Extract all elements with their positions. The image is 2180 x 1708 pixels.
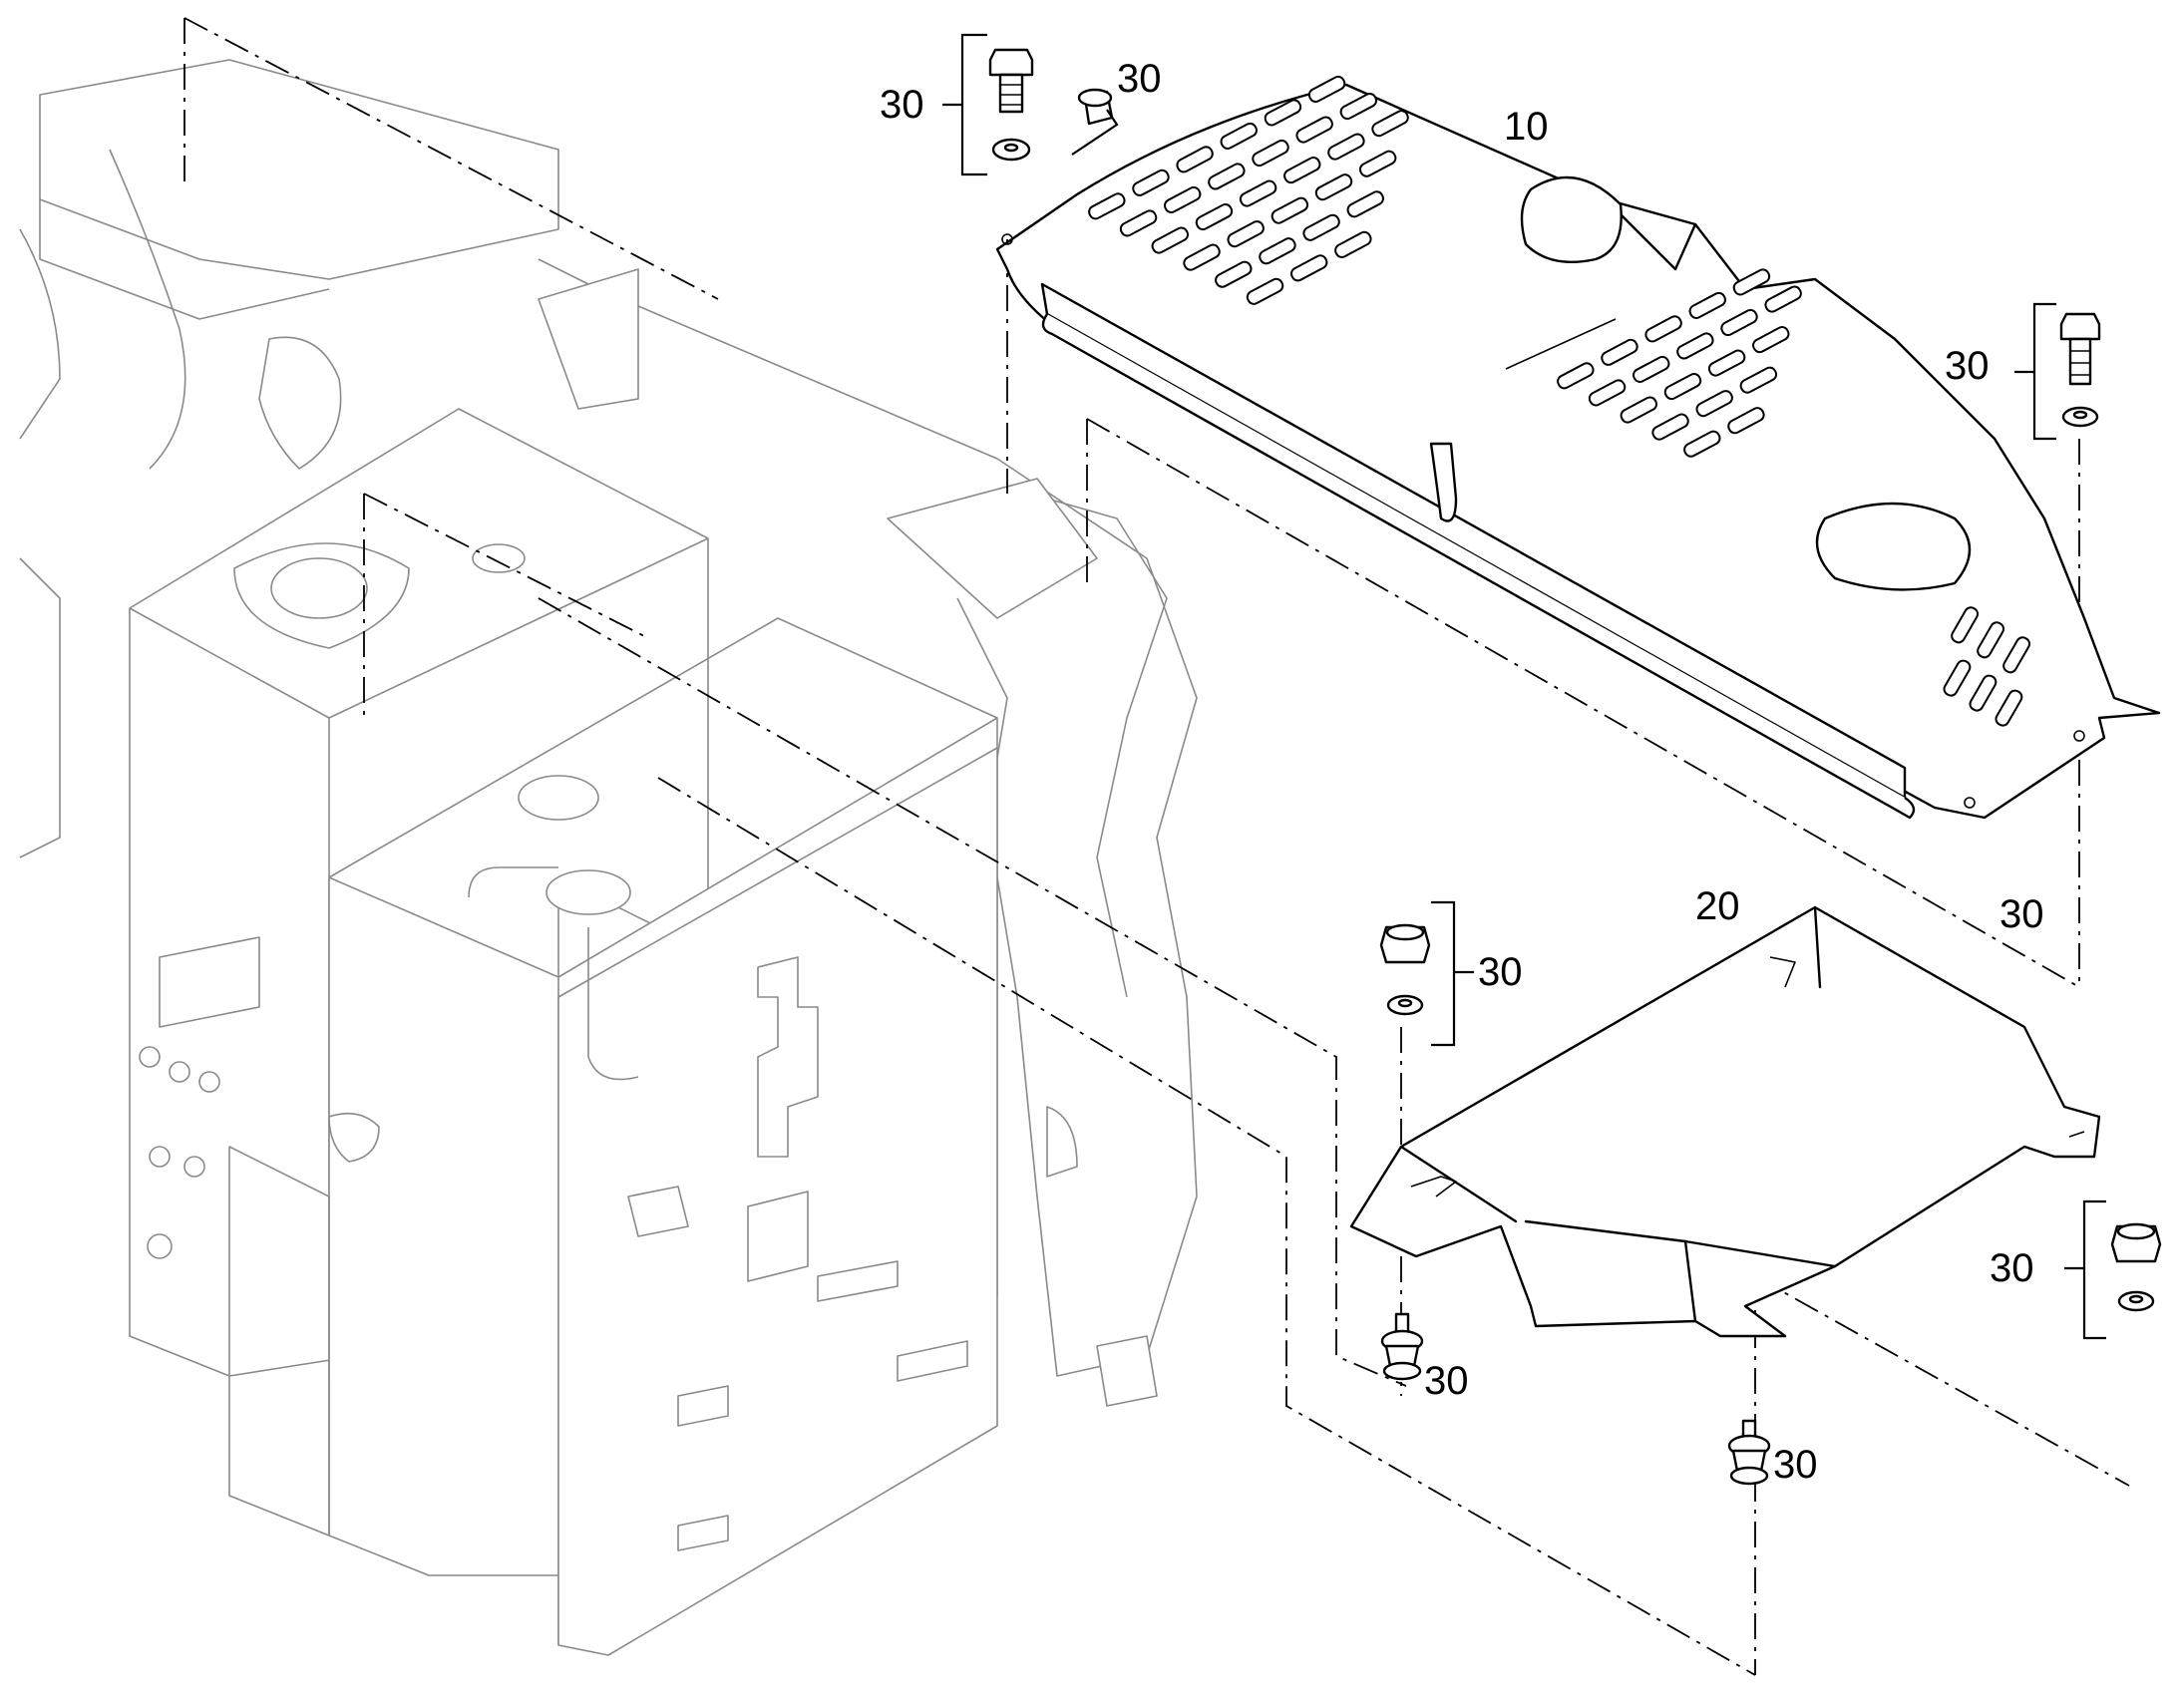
callout-part-20: 20	[1695, 884, 1740, 928]
nut-icon	[2110, 1222, 2162, 1263]
bolt-icon	[2059, 312, 2101, 386]
washer-icon	[2117, 1290, 2155, 1312]
washer-icon	[2061, 406, 2099, 428]
callout-item-30: 30	[1945, 344, 1990, 388]
cover-part-20	[1349, 905, 2101, 1338]
bracket-line	[1431, 900, 1474, 1047]
rubber-mount-icon	[1380, 1312, 1424, 1381]
callout-item-30: 30	[880, 83, 924, 127]
washer-icon	[991, 138, 1031, 162]
callout-item-30: 30	[1999, 892, 2044, 936]
bracket-line	[2014, 302, 2056, 441]
callout-item-30: 30	[1478, 950, 1523, 994]
machine-frame	[19, 59, 1198, 1407]
callout-item-30: 30	[1773, 1443, 1818, 1487]
rubber-mount-icon	[1727, 1419, 1771, 1486]
cover-ventilation-slots	[1088, 75, 2031, 727]
assembly-lines	[183, 17, 2130, 1676]
leader-line	[1071, 109, 1119, 156]
bracket-line	[942, 33, 987, 176]
callout-item-30: 30	[1424, 1359, 1469, 1403]
callout-part-10: 10	[1504, 105, 1549, 149]
nut-icon	[1379, 923, 1431, 964]
bolt-icon	[988, 48, 1034, 114]
washer-icon	[1386, 994, 1424, 1016]
callout-item-30: 30	[1990, 1246, 2034, 1290]
tank-assembly	[129, 408, 998, 1656]
cover-part-10	[995, 75, 2161, 820]
bracket-line	[2064, 1199, 2106, 1340]
plug-icon	[1077, 88, 1114, 126]
callout-item-30: 30	[1117, 57, 1162, 101]
